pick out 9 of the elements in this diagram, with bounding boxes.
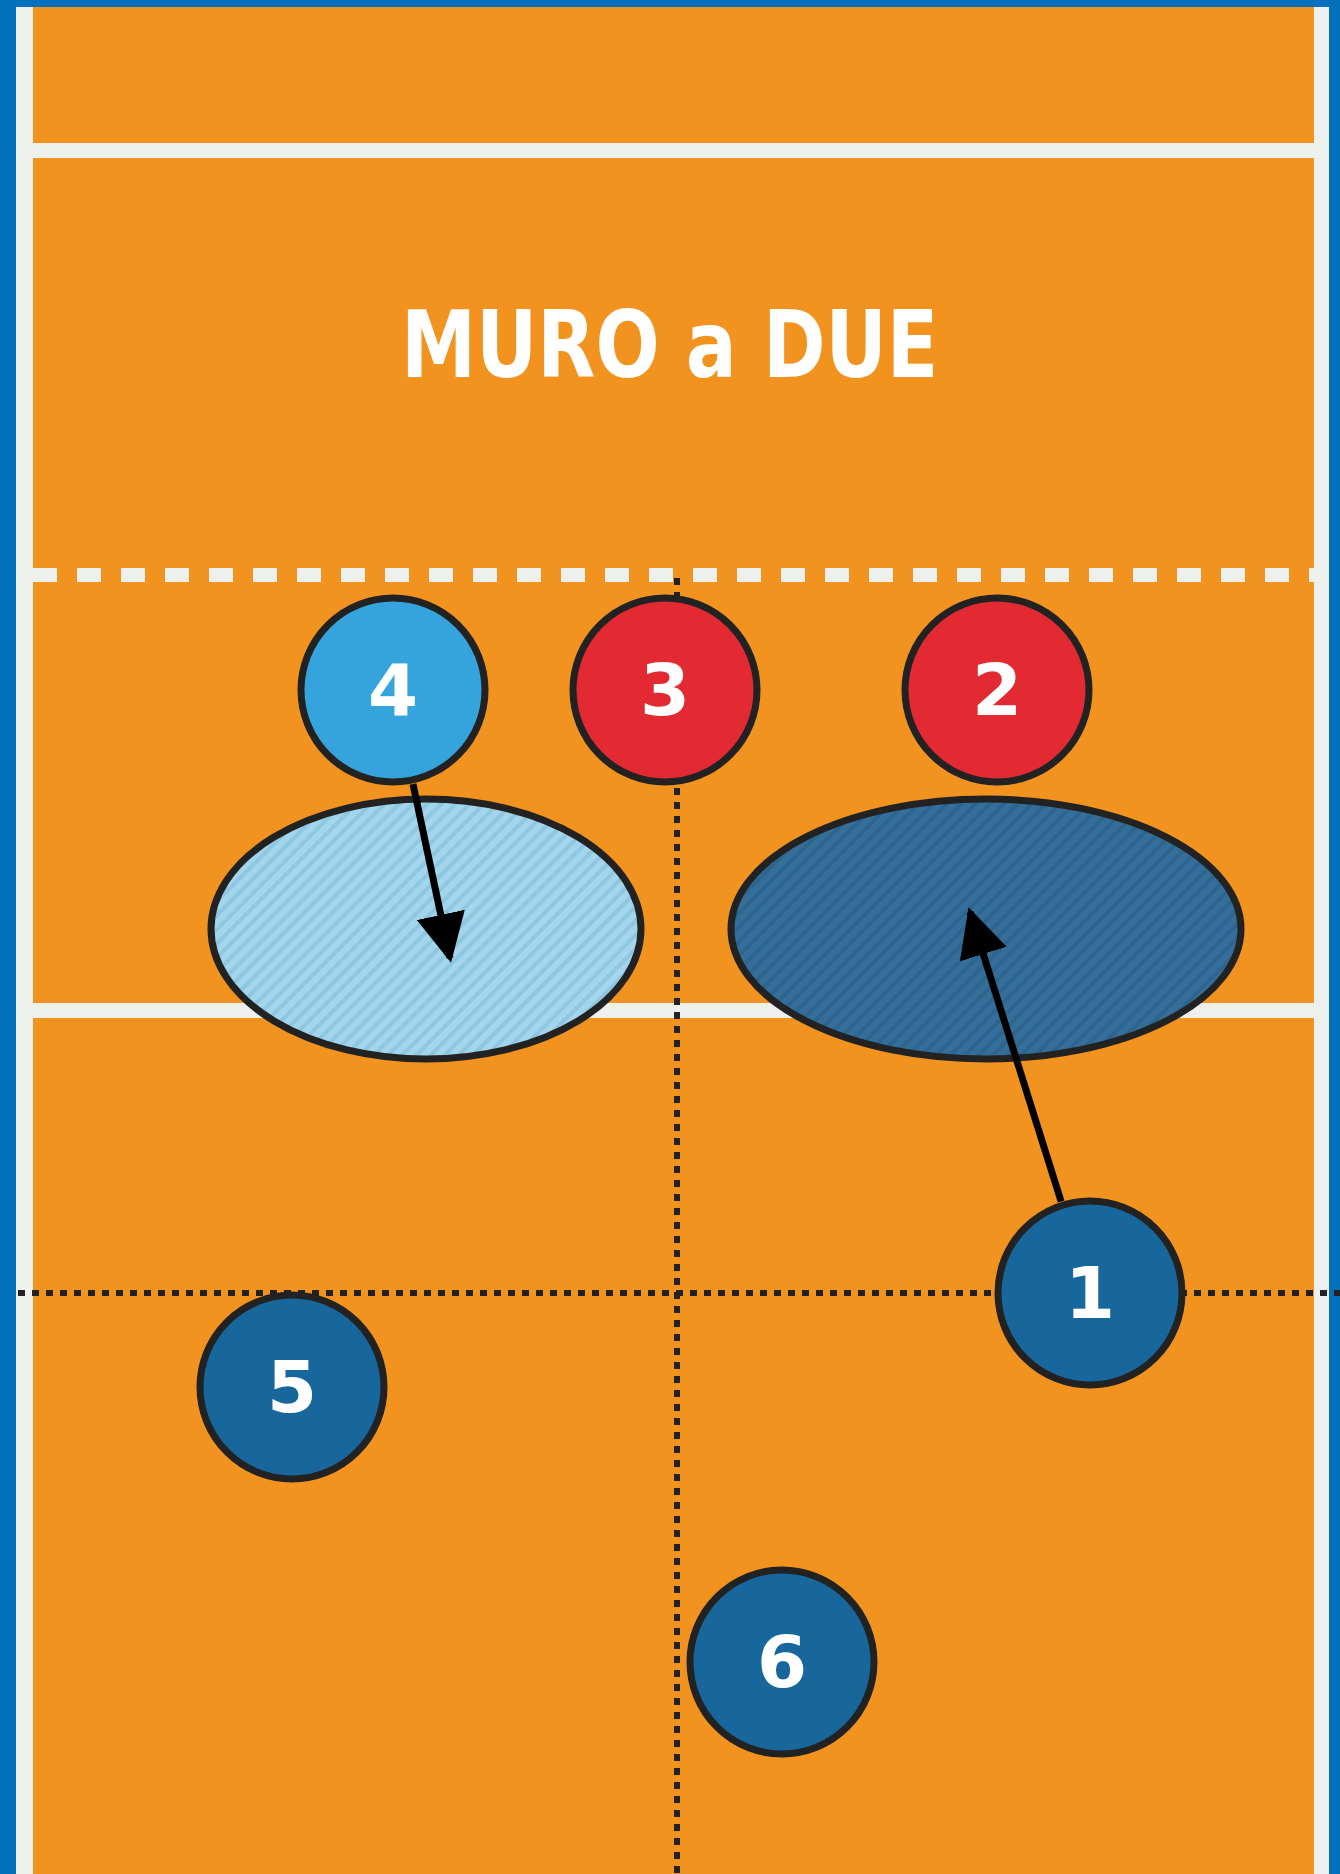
player-number: 2 [971, 654, 1023, 726]
title: MURO a DUE [401, 300, 939, 392]
arrow [409, 783, 465, 963]
player-number: 4 [367, 654, 419, 726]
player-number: 6 [756, 1626, 808, 1698]
player-number: 1 [1064, 1257, 1116, 1329]
player-number: 3 [639, 654, 691, 726]
arrow [959, 907, 1065, 1203]
player-number: 5 [266, 1351, 318, 1423]
